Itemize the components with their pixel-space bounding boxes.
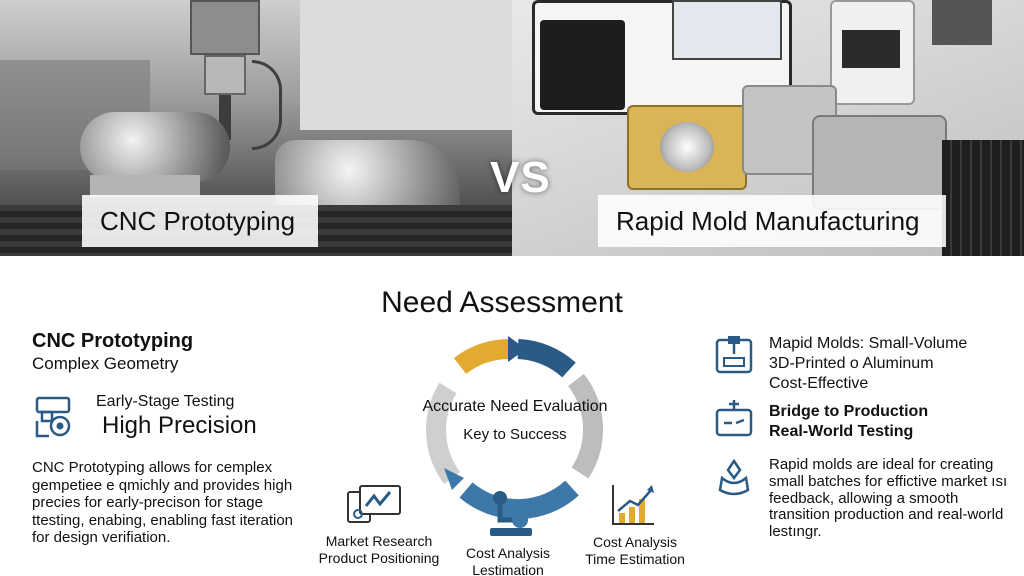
high-precision-label: High Precision bbox=[102, 412, 257, 439]
real-world-testing-label: Real-World Testing bbox=[769, 423, 914, 440]
cycle-arrow-bottom bbox=[444, 468, 464, 490]
cost-analysis-line1: Cost Analysis bbox=[465, 545, 551, 561]
bridge-to-production-label: Bridge to Production bbox=[769, 403, 929, 420]
market-research-line1: Market Research bbox=[325, 533, 433, 549]
ring-title: Accurate Need Evaluation bbox=[422, 398, 608, 415]
3d-printer-icon bbox=[715, 336, 753, 374]
assessment-cycle-diagram bbox=[426, 336, 603, 520]
cnc-description: CNC Prototyping allows for cemplex gempe… bbox=[32, 459, 294, 546]
page-title: Need Assessment bbox=[381, 286, 623, 319]
cnc-machine-icon bbox=[35, 396, 71, 438]
cost-analysis-time-line1: Cost Analysis bbox=[592, 534, 678, 550]
market-research-line2: Product Positioning bbox=[318, 550, 440, 566]
robot-arm-icon bbox=[490, 491, 532, 536]
rapid-molds-features: Mapid Molds: Small-Volume 3D-Printed o A… bbox=[769, 334, 1009, 394]
bridge-production-text: Bridge to Production Real-World Testing bbox=[769, 402, 1009, 442]
cycle-segment-blue bbox=[459, 480, 579, 520]
vs-label: VS bbox=[490, 153, 551, 202]
rapid-molds-feature-1: Mapid Molds: Small-Volume bbox=[769, 335, 968, 352]
rapid-molds-feature-2: 3D-Printed o Aluminum bbox=[769, 355, 934, 372]
early-stage-testing-label: Early-Stage Testing bbox=[96, 393, 235, 410]
cnc-prototyping-caption: CNC Prototyping bbox=[82, 195, 318, 247]
market-research-icon bbox=[347, 485, 401, 523]
cost-analysis-time-label: Cost Analysis Time Estimation bbox=[578, 534, 692, 568]
cycle-segment-grey-left bbox=[426, 382, 461, 484]
market-research-label: Market Research Product Positioning bbox=[310, 533, 448, 567]
cost-analysis-line2: Lestimation bbox=[472, 562, 544, 576]
cycle-segment-grey-right bbox=[567, 373, 603, 479]
cycle-segment-navy bbox=[517, 339, 576, 378]
cnc-subheading: Complex Geometry bbox=[32, 354, 179, 373]
rapid-mold-caption: Rapid Mold Manufacturing bbox=[598, 195, 946, 247]
cnc-heading: CNC Prototyping bbox=[32, 330, 194, 352]
cnc-machine-photo bbox=[0, 0, 512, 256]
cost-analysis-estimation-label: Cost Analysis Lestimation bbox=[456, 545, 560, 576]
ring-subtitle: Key to Success bbox=[463, 426, 567, 443]
rapid-molds-description: Rapid molds are ideal for creating small… bbox=[769, 456, 1008, 541]
rapid-mold-photo bbox=[512, 0, 1024, 256]
cycle-segment-gold bbox=[453, 338, 511, 375]
rapid-molds-feature-3: Cost-Effective bbox=[769, 375, 869, 392]
production-bridge-icon bbox=[715, 400, 753, 437]
mold-part-icon bbox=[718, 458, 750, 496]
cost-analysis-time-line2: Time Estimation bbox=[585, 551, 685, 567]
growth-chart-icon bbox=[612, 485, 654, 525]
cycle-arrow-top bbox=[508, 336, 526, 362]
